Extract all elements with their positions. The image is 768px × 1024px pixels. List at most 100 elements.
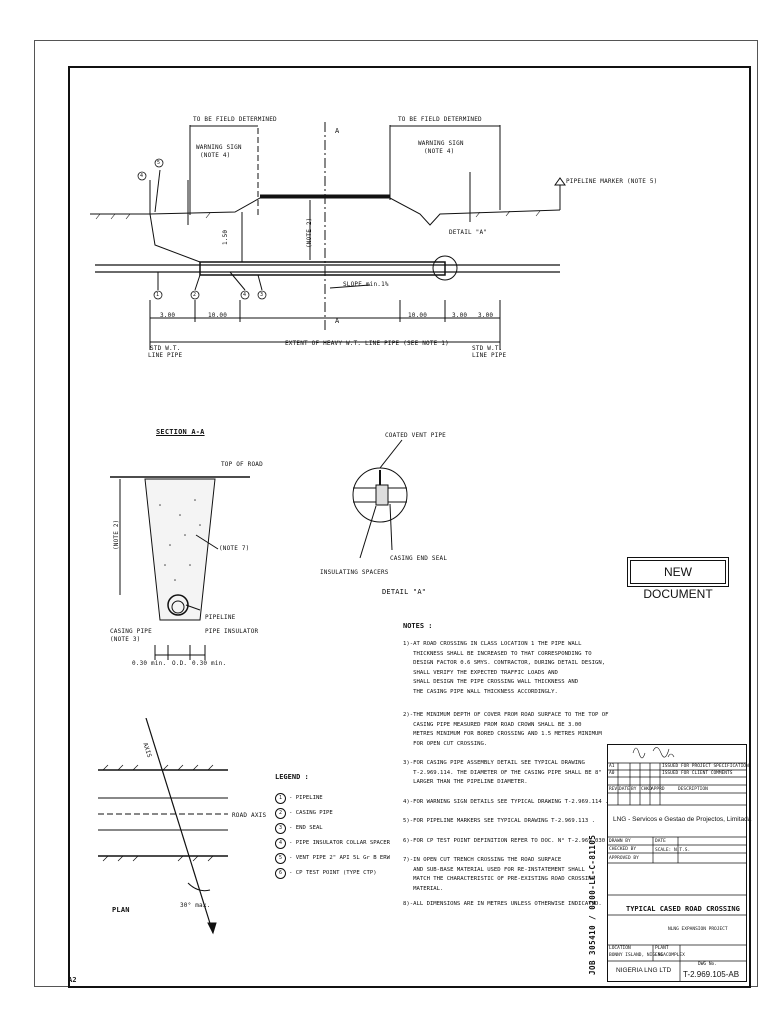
dim-3: 10.00 bbox=[208, 312, 228, 319]
top-of-road-label: TOP OF ROAD bbox=[221, 461, 263, 468]
title-block-grid bbox=[608, 747, 746, 981]
legend: LEGEND : 1- PIPELINE 2- CASING PIPE 3- E… bbox=[275, 773, 390, 881]
insulating-spacers-label: INSULATING SPACERS bbox=[320, 569, 389, 576]
angle-label: 30° max. bbox=[180, 902, 211, 909]
job-number: JOB 305410 / 0200-LC-C-81105 bbox=[588, 834, 597, 975]
detail-a-callout: DETAIL "A" bbox=[449, 229, 488, 236]
casing-pipe-label: CASING PIPE bbox=[110, 628, 152, 635]
legend-text: - CASING PIPE bbox=[289, 810, 333, 816]
legend-list: 1- PIPELINE 2- CASING PIPE 3- END SEAL 4… bbox=[275, 791, 390, 881]
note2-vertical-label: (NOTE 2) bbox=[306, 217, 313, 249]
note-8: 8)-ALL DIMENSIONS ARE IN METRES UNLESS O… bbox=[403, 901, 602, 907]
legend-number: 5 bbox=[275, 853, 286, 864]
drawing-title: TYPICAL CASED ROAD CROSSING bbox=[626, 905, 740, 913]
extent-label: EXTENT OF HEAVY W.T. LINE PIPE (SEE NOTE… bbox=[285, 340, 449, 347]
warning-sign-right-note: (NOTE 4) bbox=[424, 148, 455, 155]
field-determined-left: TO BE FIELD DETERMINED bbox=[193, 116, 277, 123]
detail-title: DETAIL "A" bbox=[382, 588, 427, 596]
balloon-4b: 4 bbox=[243, 292, 247, 298]
plan-drawing bbox=[98, 718, 228, 935]
rev-a0-desc: ISSUED FOR CLIENT COMMENTS bbox=[662, 771, 733, 776]
balloon-3: 3 bbox=[260, 292, 264, 298]
warning-sign-left-label: WARNING SIGN bbox=[196, 144, 242, 151]
balloon-1: 1 bbox=[156, 292, 160, 298]
pipeline-marker-label: PIPELINE MARKER (NOTE 5) bbox=[566, 178, 658, 185]
company-name: LNG - Servicos e Gestao de Projectos, Li… bbox=[613, 816, 752, 823]
note7-label: (NOTE 7) bbox=[219, 545, 250, 552]
dim-6: 3.00 bbox=[478, 312, 494, 319]
balloon-2: 2 bbox=[193, 292, 197, 298]
legend-text: - VENT PIPE 2" API 5L Gr B ERW bbox=[289, 855, 391, 861]
date-label: DATE bbox=[655, 839, 666, 844]
dim-5: 3.00 bbox=[452, 312, 468, 319]
note-4: 4)-FOR WARNING SIGN DETAILS SEE TYPICAL … bbox=[403, 798, 609, 805]
note-6: 6)-FOR CP TEST POINT DEFINITION REFER TO… bbox=[403, 837, 612, 844]
legend-title: LEGEND : bbox=[275, 773, 309, 781]
note-2: 2)-THE MINIMUM DEPTH OF COVER FROM ROAD … bbox=[403, 712, 609, 747]
rev-a1-desc: ISSUED FOR PROJECT SPECIFICATION bbox=[662, 764, 749, 769]
new-document-stamp: NEW DOCUMENT bbox=[627, 557, 729, 601]
section-marker-bottom: A bbox=[335, 317, 340, 325]
legend-item: 4- PIPE INSULATOR COLLAR SPACER bbox=[275, 836, 390, 851]
note-7: 7)-IN OPEN CUT TRENCH CROSSING THE ROAD … bbox=[403, 857, 595, 892]
rev-header-desc: DESCRIPTION bbox=[678, 787, 708, 792]
legend-item: 6- CP TEST POINT (TYPE CTP) bbox=[275, 866, 390, 881]
rev-a1: A1 bbox=[609, 764, 615, 769]
field-determined-right: TO BE FIELD DETERMINED bbox=[398, 116, 482, 123]
dim-150-vertical: 1.50 bbox=[222, 229, 229, 245]
plant-value: LNG COMPLEX bbox=[655, 953, 685, 958]
balloon-5: 5 bbox=[157, 160, 161, 166]
detail-a-drawing bbox=[352, 439, 408, 559]
dim-4: 10.00 bbox=[408, 312, 428, 319]
legend-item: 3- END SEAL bbox=[275, 821, 390, 836]
legend-text: - CP TEST POINT (TYPE CTP) bbox=[289, 870, 377, 876]
drawing-number: T-2.969.105-AB bbox=[683, 970, 740, 979]
project-name: NLNG EXPANSION PROJECT bbox=[668, 927, 728, 932]
legend-number: 3 bbox=[275, 823, 286, 834]
pipeline-label: PIPELINE bbox=[205, 614, 236, 621]
legend-item: 5- VENT PIPE 2" API 5L Gr B ERW bbox=[275, 851, 390, 866]
casing-end-seal-label: CASING END SEAL bbox=[390, 555, 448, 562]
location-label: LOCATION bbox=[609, 946, 631, 951]
title-block: A1 ISSUED FOR PROJECT SPECIFICATION A0 I… bbox=[607, 744, 751, 982]
std-wt-right: STD W.T. bbox=[472, 345, 503, 352]
location-value: BONNY ISLAND, NIGERIA bbox=[609, 953, 666, 958]
dim-1: 3.00 bbox=[160, 312, 176, 319]
line-pipe-left: LINE PIPE bbox=[148, 352, 183, 359]
rev-header-by: BY bbox=[631, 787, 637, 792]
drawn-by: DRAWN BY bbox=[609, 839, 631, 844]
scale-label: SCALE: N.T.S. bbox=[655, 848, 691, 853]
drawing-frame bbox=[68, 66, 751, 988]
balloon-4: 4 bbox=[140, 173, 144, 179]
warning-sign-right-label: WARNING SIGN bbox=[418, 140, 464, 147]
section-dim-3: 0.30 min. bbox=[192, 660, 227, 667]
rev-header-date: DATE bbox=[619, 787, 630, 792]
section-dim-2: O.D. bbox=[172, 660, 188, 667]
plant-label: PLANT bbox=[655, 946, 669, 951]
note-1: 1)-AT ROAD CROSSING IN CLASS LOCATION 1 … bbox=[403, 641, 606, 695]
legend-number: 6 bbox=[275, 868, 286, 879]
warning-sign-left-note: (NOTE 4) bbox=[200, 152, 231, 159]
section-dim-1: 0.30 min. bbox=[132, 660, 167, 667]
sheet-size: A2 bbox=[68, 976, 77, 984]
notes-title: NOTES : bbox=[403, 622, 433, 630]
section-title: SECTION A-A bbox=[156, 428, 205, 436]
note-3: 3)-FOR CASING PIPE ASSEMBLY DETAIL SEE T… bbox=[403, 760, 602, 785]
section-note2-label: (NOTE 2) bbox=[113, 519, 120, 551]
legend-text: - PIPELINE bbox=[289, 795, 323, 801]
legend-text: - PIPE INSULATOR COLLAR SPACER bbox=[289, 840, 391, 846]
rev-a0: A0 bbox=[609, 771, 615, 776]
coated-vent-pipe-label: COATED VENT PIPE bbox=[385, 432, 446, 439]
section-drawing bbox=[110, 476, 250, 660]
legend-number: 1 bbox=[275, 793, 286, 804]
approved-by: APPROVED BY bbox=[609, 856, 639, 861]
casing-note3-label: (NOTE 3) bbox=[110, 636, 141, 643]
slope-label: SLOPE min.1% bbox=[343, 281, 389, 288]
pipe-insulator-label: PIPE INSULATOR bbox=[205, 628, 259, 635]
line-pipe-right: LINE PIPE bbox=[472, 352, 507, 359]
legend-text: - END SEAL bbox=[289, 825, 323, 831]
plan-title: PLAN bbox=[112, 906, 130, 914]
rev-header-apprd: APPRD bbox=[651, 787, 665, 792]
std-wt-left: STD W.T. bbox=[150, 345, 181, 352]
